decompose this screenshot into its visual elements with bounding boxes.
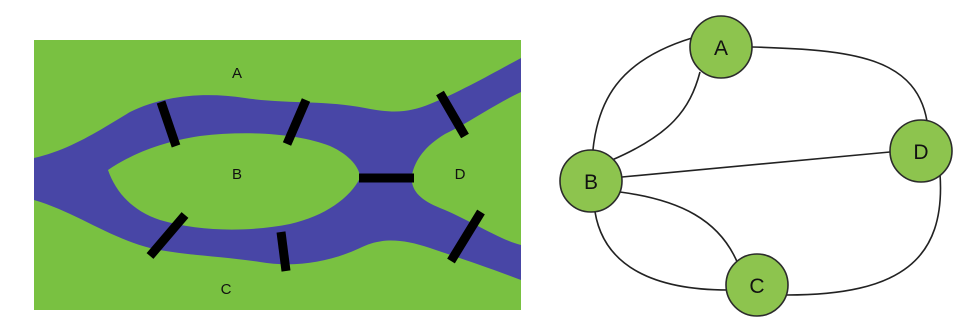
edge-a-b-inner bbox=[611, 71, 701, 161]
node-label-d: D bbox=[913, 141, 928, 164]
graph-nodes: A B C D bbox=[559, 15, 953, 317]
node-d bbox=[889, 119, 953, 183]
region-label-d: D bbox=[455, 166, 466, 183]
bridge-1 bbox=[156, 100, 181, 148]
region-label-c: C bbox=[221, 281, 232, 298]
bridges bbox=[146, 90, 485, 272]
bridge-3 bbox=[436, 90, 469, 139]
bridge-5 bbox=[146, 212, 189, 259]
node-label-b: B bbox=[584, 171, 598, 194]
node-a bbox=[689, 15, 753, 79]
edge-b-d bbox=[621, 151, 891, 178]
bridge-7 bbox=[447, 209, 485, 264]
edge-c-d bbox=[786, 173, 942, 296]
region-label-a: A bbox=[232, 65, 242, 82]
bridge-6 bbox=[276, 231, 291, 272]
edge-b-c-outer bbox=[593, 203, 729, 291]
edge-b-c-inner bbox=[619, 191, 739, 265]
edge-a-b-outer bbox=[591, 37, 693, 163]
node-label-c: C bbox=[749, 275, 764, 298]
node-label-a: A bbox=[714, 37, 728, 60]
node-c bbox=[725, 253, 789, 317]
region-label-b: B bbox=[232, 166, 242, 183]
graph-edges bbox=[591, 37, 942, 296]
node-b bbox=[559, 149, 623, 213]
graph: A B C D bbox=[559, 15, 953, 317]
edge-a-d bbox=[751, 46, 929, 129]
river bbox=[34, 58, 521, 280]
bridge-2 bbox=[282, 98, 311, 146]
land-background bbox=[34, 40, 521, 310]
city-map: A B C D bbox=[34, 40, 521, 310]
